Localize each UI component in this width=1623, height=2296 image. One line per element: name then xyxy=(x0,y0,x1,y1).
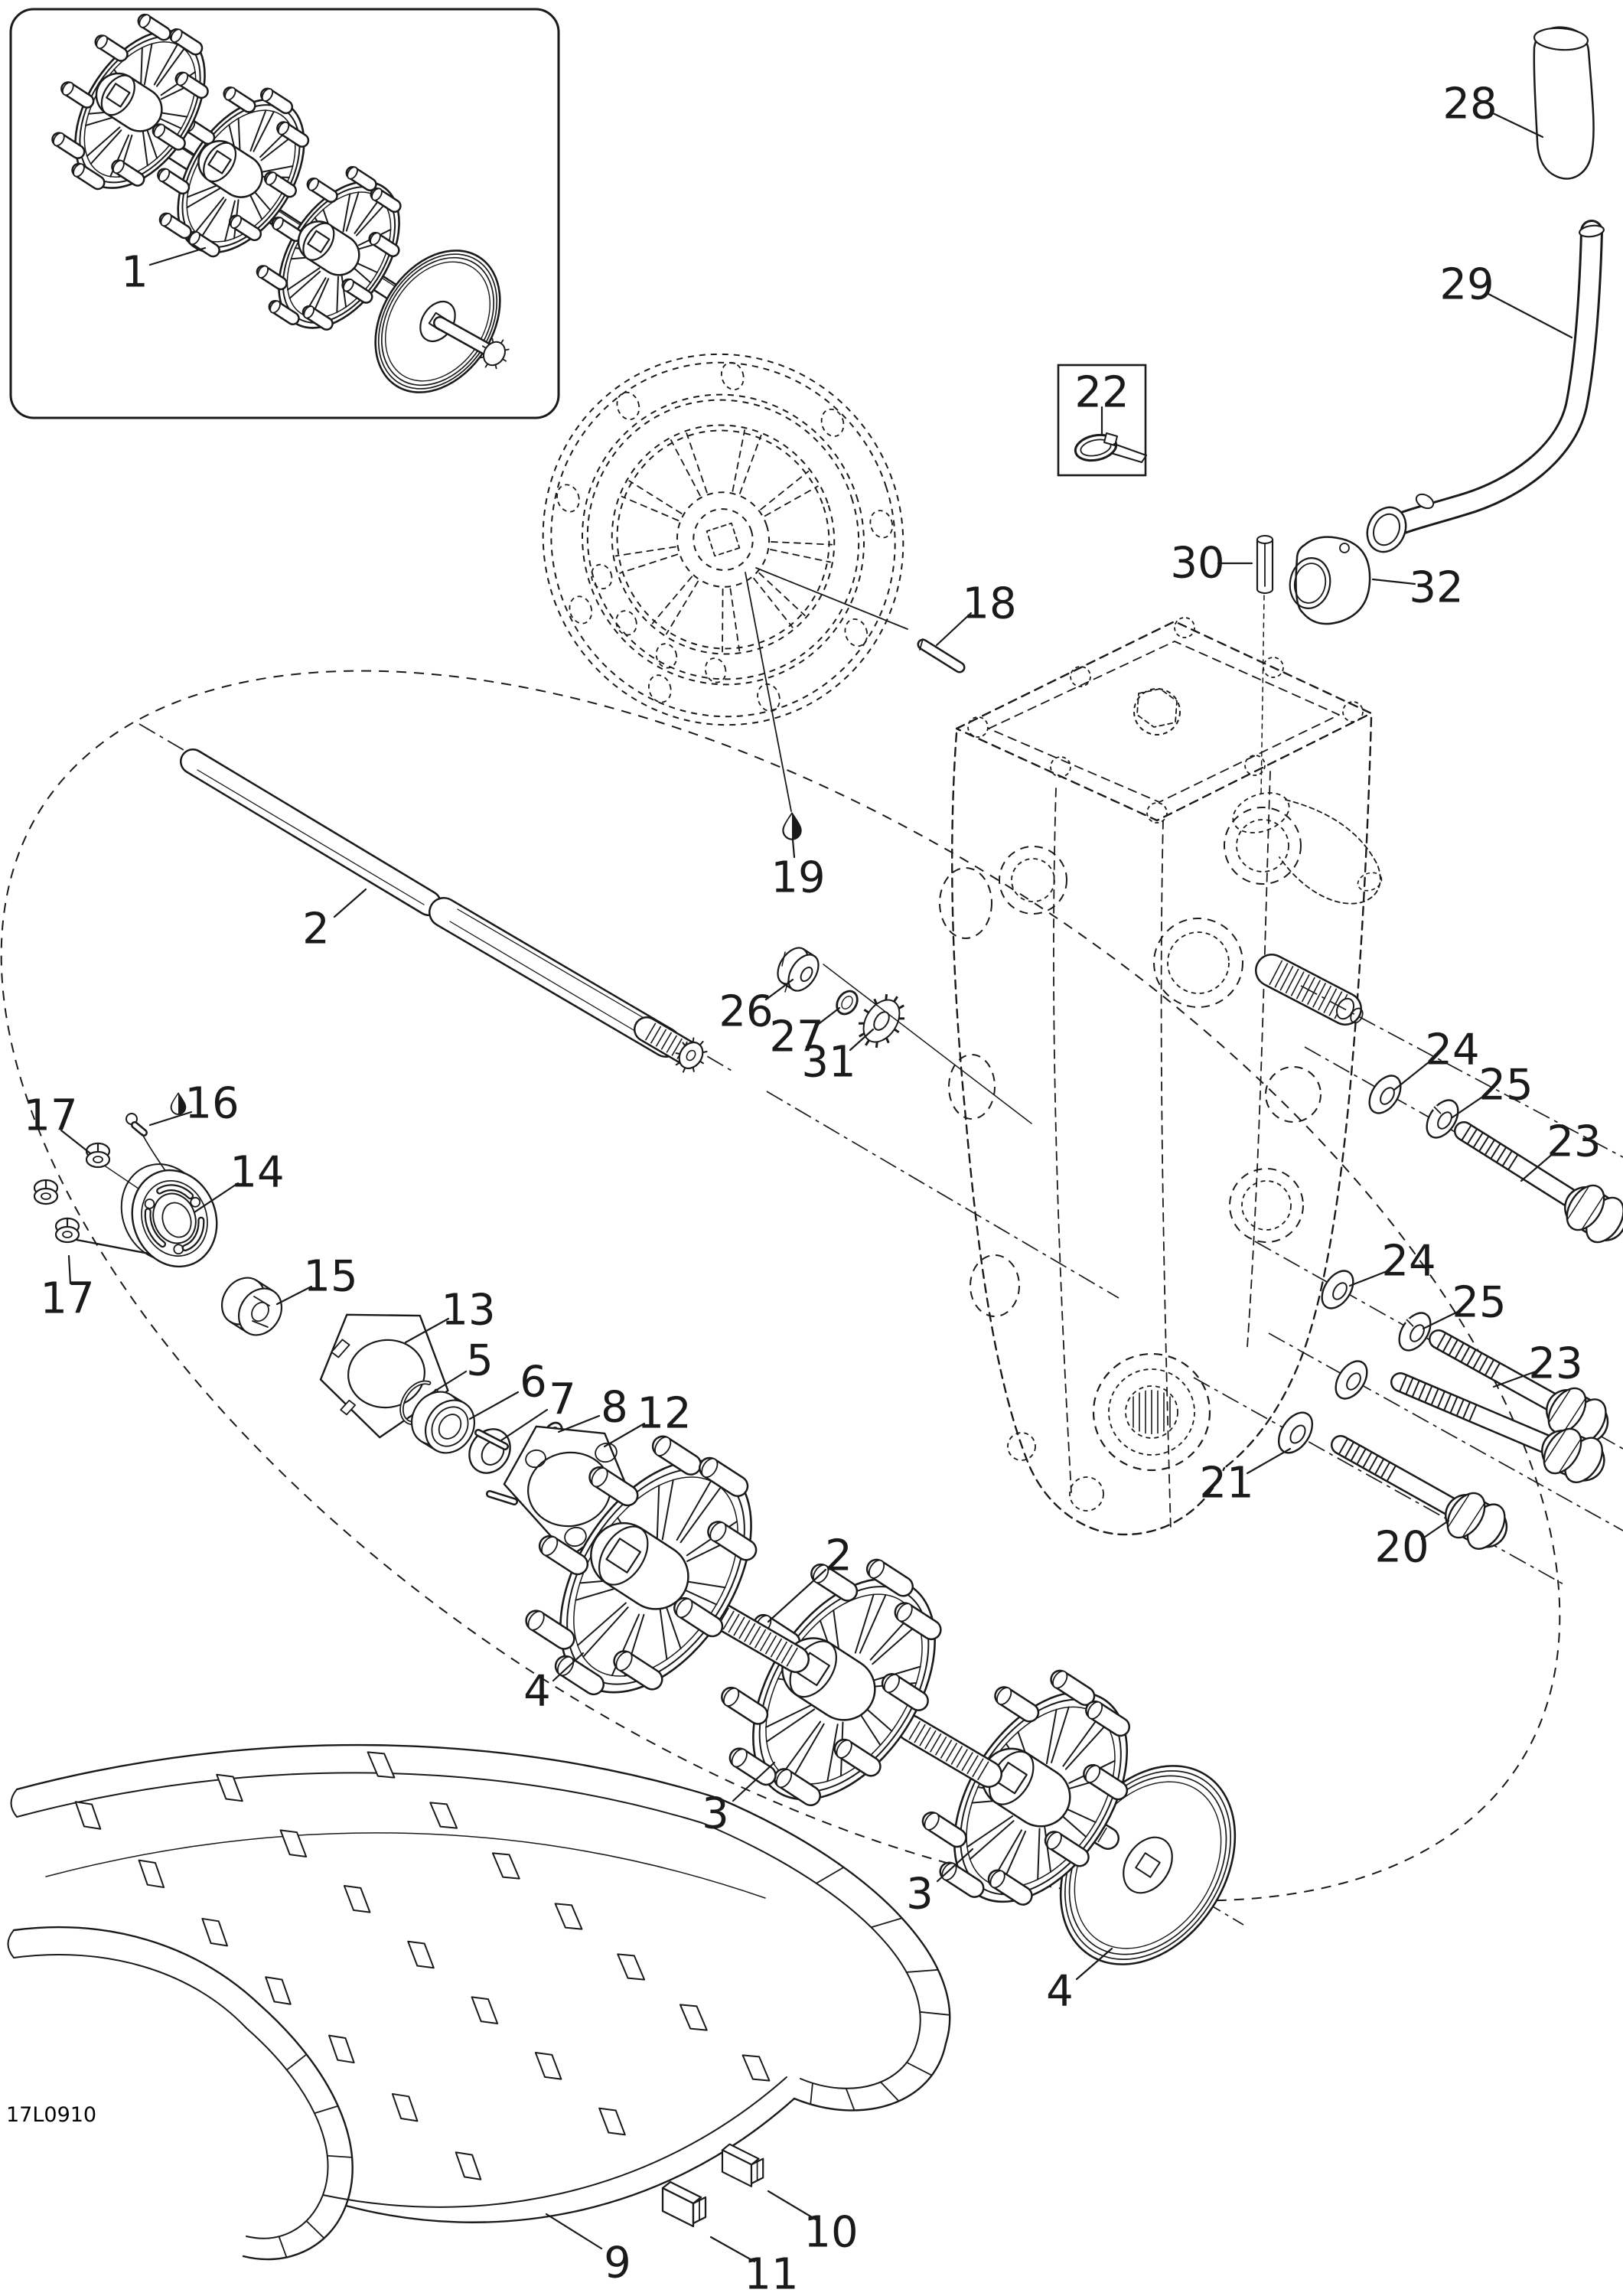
leader-line xyxy=(1393,1058,1434,1091)
shaft-end-hardware xyxy=(777,947,1032,1124)
leader-line xyxy=(1451,1093,1488,1119)
part-label-23-14: 23 xyxy=(1546,1117,1601,1167)
leader-line xyxy=(552,1652,585,1682)
part-label-4-35: 4 xyxy=(1046,1967,1074,2017)
leader-line xyxy=(764,978,794,1001)
part-label-17-23: 17 xyxy=(40,1274,94,1324)
phantom-sprocket-wheel xyxy=(542,353,908,812)
part-label-6-27: 6 xyxy=(520,1358,547,1407)
leader-line xyxy=(1348,1269,1390,1287)
drive-axle-sprockets xyxy=(525,1435,1237,1965)
part-label-24-15: 24 xyxy=(1381,1237,1436,1287)
leader-line xyxy=(849,1028,875,1052)
leader-line xyxy=(1520,1151,1556,1182)
leader-line xyxy=(468,1391,520,1420)
diagram-artwork xyxy=(0,8,1623,2261)
leader-line xyxy=(1487,292,1573,339)
bearing-support-cluster xyxy=(33,1113,283,1336)
part-label-16-21: 16 xyxy=(184,1079,239,1129)
part-label-25-16: 25 xyxy=(1452,1278,1506,1328)
part-label-13-25: 13 xyxy=(441,1286,495,1336)
gearbox-phantom xyxy=(939,595,1383,1536)
part-label-31-4: 31 xyxy=(801,1038,855,1088)
part-label-15-24: 15 xyxy=(303,1252,357,1302)
part-label-32-11: 32 xyxy=(1409,563,1463,613)
leader-line xyxy=(815,1006,841,1027)
leader-line xyxy=(936,1848,974,1883)
part-label-22-7: 22 xyxy=(1074,368,1129,418)
leader-line xyxy=(1422,1309,1461,1330)
part-label-19-5: 19 xyxy=(771,853,825,903)
leader-line xyxy=(404,1317,450,1344)
bearing-stack xyxy=(319,1313,637,1558)
leader-line xyxy=(500,1408,549,1442)
drive-key xyxy=(917,638,966,673)
leader-line xyxy=(545,2213,603,2250)
leader-line xyxy=(193,1182,240,1214)
part-label-2-32: 2 xyxy=(825,1531,852,1581)
leader-line xyxy=(709,2236,756,2263)
chaincase-dashed-loop xyxy=(0,670,1561,1902)
leader-line xyxy=(1492,1370,1537,1388)
leader-line xyxy=(148,246,207,266)
leader-line xyxy=(333,888,367,918)
leader-line xyxy=(557,1414,601,1433)
part-label-24-12: 24 xyxy=(1425,1026,1479,1075)
part-label-17-20: 17 xyxy=(23,1091,77,1141)
part-label-12-30: 12 xyxy=(637,1389,691,1439)
leader-line xyxy=(732,1761,776,1802)
part-label-1-0: 1 xyxy=(121,248,148,298)
drawing-code: 17L0910 xyxy=(6,2103,96,2127)
part-label-2-1: 2 xyxy=(302,905,330,954)
part-label-30-10: 30 xyxy=(1170,539,1224,589)
leader-line xyxy=(67,1254,72,1285)
part-label-11-37: 11 xyxy=(744,2250,798,2296)
leader-line xyxy=(791,838,796,859)
track-assembly xyxy=(7,1743,951,2261)
part-label-29-9: 29 xyxy=(1439,260,1494,310)
part-label-10-38: 10 xyxy=(803,2208,858,2258)
track-clips xyxy=(661,2143,764,2228)
part-label-18-6: 18 xyxy=(962,579,1016,629)
leader-line xyxy=(767,1568,827,1623)
part-label-21-18: 21 xyxy=(1199,1459,1253,1508)
part-label-7-28: 7 xyxy=(549,1375,576,1425)
leader-line xyxy=(275,1285,313,1306)
leader-line xyxy=(1420,1519,1450,1541)
leader-line xyxy=(1371,578,1416,585)
shift-lever-group xyxy=(1256,26,1605,625)
inset-box xyxy=(9,8,560,419)
leader-line xyxy=(767,2190,817,2221)
part-label-14-22: 14 xyxy=(230,1148,284,1198)
part-label-20-19: 20 xyxy=(1374,1523,1429,1573)
leader-line xyxy=(1075,1947,1113,1981)
part-label-3-33: 3 xyxy=(702,1789,729,1839)
part-label-5-26: 5 xyxy=(466,1336,494,1386)
leader-line xyxy=(148,1110,193,1127)
part-label-26-2: 26 xyxy=(719,987,773,1037)
part-label-9-36: 9 xyxy=(604,2239,631,2288)
leader-line xyxy=(935,612,973,647)
mounting-fasteners xyxy=(1277,1075,1623,1550)
part-label-3-34: 3 xyxy=(906,1870,934,1919)
leader-line xyxy=(1246,1447,1292,1475)
leader-line xyxy=(1490,111,1544,139)
drive-shaft xyxy=(180,748,708,1073)
leader-line xyxy=(60,1129,92,1155)
part-label-25-13: 25 xyxy=(1478,1061,1533,1110)
part-label-27-3: 27 xyxy=(769,1013,823,1062)
part-label-4-31: 4 xyxy=(523,1667,551,1717)
leader-line xyxy=(603,1422,646,1448)
leader-line xyxy=(425,1370,468,1397)
part-label-23-17: 23 xyxy=(1528,1339,1582,1389)
part-label-8-29: 8 xyxy=(601,1383,628,1433)
part-label-28-8: 28 xyxy=(1442,80,1497,129)
